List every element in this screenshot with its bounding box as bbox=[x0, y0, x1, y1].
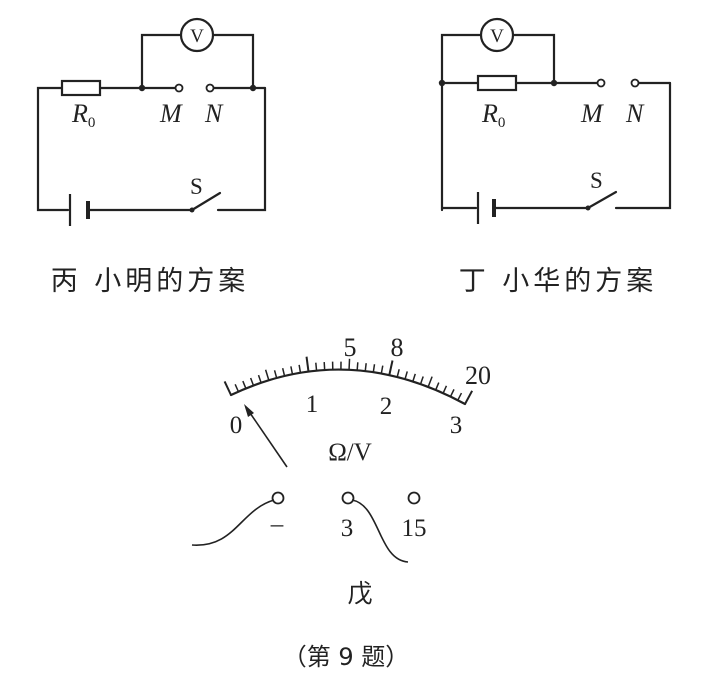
voltmeter-left-lead bbox=[140, 33, 182, 90]
scale-tick bbox=[234, 383, 240, 392]
junction-dot bbox=[138, 84, 146, 92]
voltmeter-right-lead bbox=[212, 33, 255, 90]
switch-label: S bbox=[190, 174, 203, 199]
figure-caption: （第 9 题） bbox=[283, 643, 410, 671]
terminal-label-negative: – bbox=[270, 511, 284, 538]
switch-pivot bbox=[189, 207, 195, 213]
terminal-label-3: 3 bbox=[341, 515, 354, 542]
scale-tick bbox=[442, 385, 448, 394]
circuit-c: V R0 M N S 丙 小明的方案 bbox=[36, 17, 267, 297]
terminal-m bbox=[596, 78, 606, 88]
unit-label: Ω/V bbox=[328, 439, 372, 466]
left-wire bbox=[36, 86, 70, 212]
right-wire bbox=[614, 81, 672, 210]
inner-label: 0 bbox=[230, 412, 243, 439]
scale-tick bbox=[404, 371, 408, 380]
pointer-needle bbox=[247, 409, 288, 468]
terminal-n bbox=[205, 83, 215, 93]
switch-blade bbox=[190, 191, 222, 212]
right-wire bbox=[216, 86, 267, 212]
scale-tick bbox=[305, 356, 310, 372]
scale-tick bbox=[273, 370, 278, 379]
terminal-m bbox=[174, 83, 184, 93]
label-m: M bbox=[159, 99, 183, 128]
label-n: N bbox=[204, 99, 224, 128]
scale-tick bbox=[298, 364, 302, 373]
outer-label: 8 bbox=[391, 333, 404, 362]
switch-label: S bbox=[590, 168, 603, 193]
scale-tick bbox=[464, 390, 474, 405]
voltmeter-label: V bbox=[190, 26, 204, 47]
caption-c: 丙 小明的方案 bbox=[51, 266, 250, 297]
caption-e: 戊 bbox=[347, 579, 372, 608]
voltmeter-right-lead bbox=[512, 33, 556, 85]
resistor-label: R0 bbox=[481, 99, 505, 131]
left-wire bbox=[440, 33, 482, 212]
wire-lead-negative bbox=[191, 499, 275, 546]
wire-lead-3v bbox=[351, 499, 409, 563]
scale-tick bbox=[419, 376, 424, 385]
scale-ticks bbox=[223, 356, 474, 405]
scale-tick bbox=[364, 363, 367, 372]
scale-tick bbox=[249, 377, 255, 386]
scale-arc bbox=[229, 368, 467, 406]
resistor-r0 bbox=[60, 79, 102, 97]
terminal-negative bbox=[271, 491, 285, 505]
terminal-3v bbox=[341, 491, 355, 505]
scale-tick bbox=[356, 362, 359, 371]
label-m: M bbox=[580, 99, 604, 128]
scale-tick bbox=[281, 368, 286, 377]
scale-tick bbox=[257, 374, 262, 383]
outer-label: 20 bbox=[465, 361, 491, 390]
switch-pivot bbox=[585, 205, 591, 211]
scale-tick bbox=[315, 362, 318, 371]
outer-label: 5 bbox=[344, 333, 357, 362]
terminal-15v bbox=[407, 491, 421, 505]
scale-tick bbox=[242, 380, 247, 389]
scale-tick bbox=[380, 365, 384, 374]
caption-d: 丁 小华的方案 bbox=[459, 266, 658, 297]
terminal-label-15: 15 bbox=[402, 515, 427, 542]
junction-dot bbox=[438, 79, 446, 87]
inner-label: 3 bbox=[450, 412, 463, 439]
scale-tick bbox=[396, 369, 400, 378]
circuit-d: V R0 M N S 丁 小华的方案 bbox=[438, 17, 672, 297]
inner-label: 2 bbox=[380, 393, 393, 420]
scale-tick bbox=[264, 369, 270, 381]
scale-tick bbox=[372, 364, 376, 373]
scale-tick bbox=[388, 360, 394, 376]
scale-tick bbox=[427, 376, 433, 388]
scale-tick bbox=[457, 392, 463, 401]
junction-dot bbox=[249, 84, 257, 92]
scale-tick bbox=[290, 366, 294, 375]
label-n: N bbox=[625, 99, 645, 128]
pointer-arrowhead bbox=[244, 404, 254, 417]
scale-tick bbox=[449, 389, 455, 397]
resistor-r0 bbox=[476, 74, 518, 92]
junction-dot bbox=[550, 79, 558, 87]
inner-label: 1 bbox=[306, 391, 319, 418]
voltmeter-icon bbox=[479, 17, 515, 53]
scale-tick bbox=[412, 373, 416, 382]
meter-dial: 5 8 20 0 1 2 3 Ω/V – 3 15 戊 bbox=[191, 333, 491, 608]
scale-tick bbox=[223, 381, 232, 396]
scale-tick bbox=[435, 382, 440, 391]
terminal-n bbox=[630, 78, 640, 88]
resistor-label: R0 bbox=[71, 99, 95, 131]
voltmeter-icon bbox=[179, 17, 215, 53]
switch-blade bbox=[586, 190, 618, 210]
voltmeter-label: V bbox=[490, 26, 504, 47]
